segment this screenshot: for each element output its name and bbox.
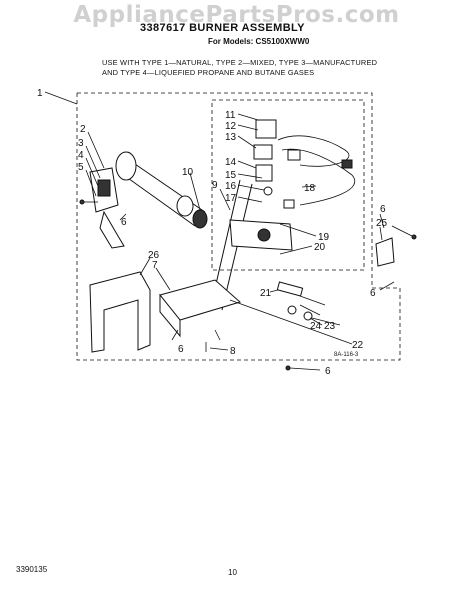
label-18: 18 — [304, 183, 316, 194]
page-title: 3387617 BURNER ASSEMBLY — [140, 22, 305, 34]
watermark: AppliancePartsPros.com — [73, 2, 400, 28]
label-19: 19 — [318, 232, 330, 243]
label-16: 16 — [225, 181, 237, 192]
label-9: 9 — [212, 180, 218, 191]
label-8: 8 — [230, 346, 236, 357]
orifice-parts — [276, 281, 341, 326]
label-11: 11 — [225, 110, 236, 121]
leader-1 — [44, 91, 78, 105]
label-17: 17 — [225, 193, 237, 204]
reference-code: 8A-116-3 — [334, 352, 359, 358]
label-6-bottom-right: 6 — [325, 366, 331, 377]
label-22: 22 — [352, 340, 364, 351]
label-7: 7 — [152, 260, 158, 271]
label-20: 20 — [314, 242, 326, 253]
label-25: 25 — [376, 218, 388, 229]
label-5: 5 — [78, 162, 84, 173]
label-6-left: 6 — [121, 217, 127, 228]
assembly-outline — [76, 92, 401, 361]
clip-bracket — [375, 237, 395, 267]
label-10: 10 — [182, 167, 194, 178]
label-21: 21 — [260, 288, 272, 299]
burner-base — [159, 279, 242, 338]
gas-valve — [209, 119, 293, 311]
label-3: 3 — [78, 138, 84, 149]
label-4: 4 — [78, 150, 84, 161]
usage-note-line-2: AND TYPE 4—LIQUEFIED PROPANE AND BUTANE … — [102, 68, 315, 77]
models-line: For Models: CS5100XWW0 — [208, 37, 310, 46]
label-26: 26 — [148, 250, 160, 261]
label-6-bottom: 6 — [178, 344, 184, 355]
wire-harness — [277, 135, 355, 209]
label-15: 15 — [225, 170, 237, 181]
label-23: 23 — [324, 321, 336, 332]
leader-lines — [85, 113, 385, 351]
mounting-bracket — [89, 271, 151, 353]
usage-note: USE WITH TYPE 1—NATURAL, TYPE 2—MIXED, T… — [102, 58, 382, 78]
label-12: 12 — [225, 121, 237, 132]
footer-part-number: 3390135 — [16, 565, 48, 574]
label-2: 2 — [80, 124, 86, 135]
igniter-bracket — [89, 167, 125, 249]
burner-tube — [115, 151, 208, 229]
label-13: 13 — [225, 132, 237, 143]
label-14: 14 — [225, 157, 237, 168]
page-number: 10 — [228, 568, 237, 577]
screws — [79, 199, 417, 371]
usage-note-line-1: USE WITH TYPE 1—NATURAL, TYPE 2—MIXED, T… — [102, 58, 378, 67]
label-1: 1 — [37, 88, 43, 99]
label-6-right-top: 6 — [380, 204, 386, 215]
label-24: 24 — [310, 321, 322, 332]
label-6-right: 6 — [370, 288, 376, 299]
